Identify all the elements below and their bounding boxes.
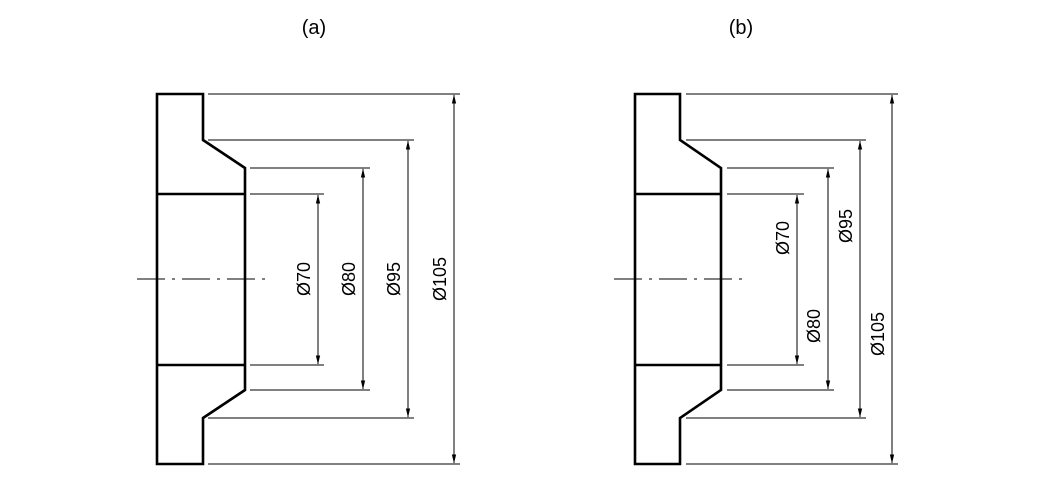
figure-a-extension-lines <box>208 93 460 465</box>
figure-b-dim-label-70: Ø70 <box>773 221 793 255</box>
figure-b-extension-lines <box>686 93 898 465</box>
figure-b-dimension-labels: Ø70 Ø80 Ø95 Ø105 <box>773 209 888 356</box>
figure-a-dimension-labels: Ø70 Ø80 Ø95 Ø105 <box>294 257 450 301</box>
figure-b-dimension-lines <box>794 94 895 464</box>
figure-b-dim-label-95: Ø95 <box>836 209 856 243</box>
figure-b-dim-label-105: Ø105 <box>868 312 888 356</box>
figure-b: (b) Ø70 Ø80 <box>614 17 898 466</box>
figure-a-dim-label-80: Ø80 <box>339 262 359 296</box>
figure-b-dim-label-80: Ø80 <box>804 309 824 343</box>
figure-a-dim-label-95: Ø95 <box>384 262 404 296</box>
figure-b-caption: (b) <box>729 17 753 39</box>
figure-b-flange-profile <box>633 92 723 466</box>
figure-a-flange-profile <box>155 92 247 466</box>
figure-a: (a) Ø70 Ø80 <box>137 17 460 466</box>
figure-a-dim-label-105: Ø105 <box>430 257 450 301</box>
figure-a-caption: (a) <box>302 17 326 39</box>
figure-a-dimension-lines <box>315 94 457 464</box>
figure-b-part-outline <box>633 92 723 466</box>
figure-a-part-outline <box>155 92 247 466</box>
figure-a-dim-label-70: Ø70 <box>294 262 314 296</box>
